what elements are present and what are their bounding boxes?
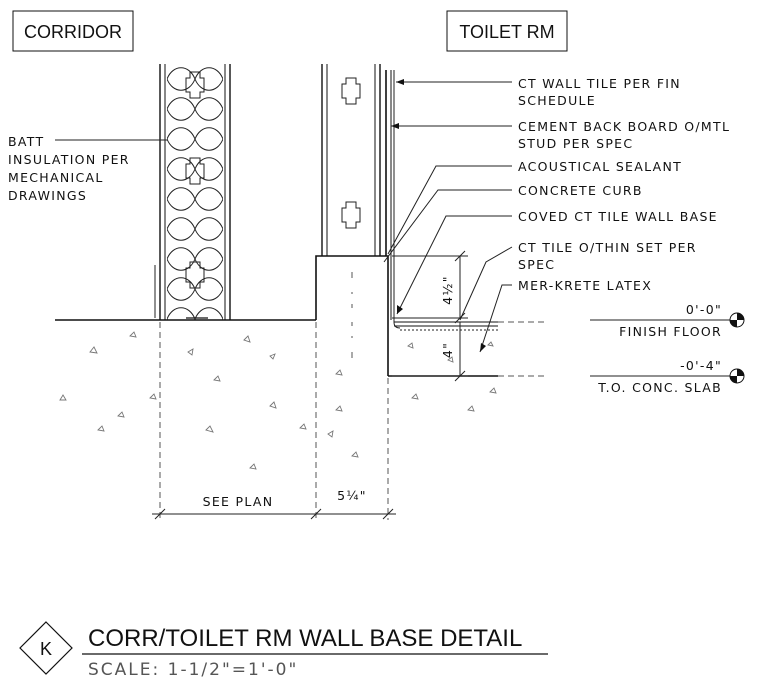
svg-text:STUD PER SPEC: STUD PER SPEC	[518, 136, 633, 151]
slab-lines	[55, 319, 545, 377]
svg-text:5¼": 5¼"	[337, 488, 367, 503]
svg-text:4": 4"	[440, 342, 455, 358]
svg-text:CEMENT BACK BOARD O/MTL: CEMENT BACK BOARD O/MTL	[518, 119, 730, 134]
callout-concrete-curb: CONCRETE CURB	[383, 183, 643, 263]
extension-lines	[159, 255, 468, 520]
room-label-corridor: CORRIDOR	[12, 10, 134, 52]
stud-profile-5	[341, 201, 361, 229]
callout-tile-thinset: CT TILE O/THIN SET PER SPEC	[459, 240, 697, 321]
svg-text:FINISH FLOOR: FINISH FLOOR	[619, 324, 722, 339]
svg-text:0'-0": 0'-0"	[686, 302, 722, 317]
elevation-finish-floor: 0'-0" FINISH FLOOR	[590, 302, 745, 339]
svg-text:SPEC: SPEC	[518, 257, 555, 272]
stud-profile-4	[341, 77, 361, 105]
callout-batt-insulation: BATT INSULATION PER MECHANICAL DRAWINGS	[8, 134, 168, 203]
svg-text:CT WALL TILE PER FIN: CT WALL TILE PER FIN	[518, 76, 681, 91]
title-block: K CORR/TOILET RM WALL BASE DETAIL SCALE:…	[19, 621, 548, 680]
elevation-target-icon	[729, 312, 745, 328]
dim-curb-height: 4½"	[440, 250, 466, 324]
svg-text:ACOUSTICAL SEALANT: ACOUSTICAL SEALANT	[518, 159, 682, 174]
svg-text:BATT: BATT	[8, 134, 44, 149]
toilet-room-wall	[321, 64, 395, 322]
callout-merkrete: MER-KRETE LATEX	[479, 278, 652, 353]
room-label-toilet: TOILET RM	[446, 10, 568, 52]
svg-text:SCHEDULE: SCHEDULE	[518, 93, 596, 108]
detail-scale: SCALE: 1-1/2"=1'-0"	[88, 660, 298, 680]
dim-slab-depression: 4"	[440, 322, 466, 382]
dim-see-plan: SEE PLAN	[152, 494, 396, 520]
svg-text:INSULATION PER: INSULATION PER	[8, 152, 130, 167]
detail-title: CORR/TOILET RM WALL BASE DETAIL	[88, 625, 522, 652]
svg-text:CT TILE O/THIN SET PER: CT TILE O/THIN SET PER	[518, 240, 697, 255]
dim-curb-width: 5¼"	[337, 488, 367, 503]
svg-text:T.O. CONC. SLAB: T.O. CONC. SLAB	[597, 380, 722, 395]
elevation-slab: -0'-4" T.O. CONC. SLAB	[590, 358, 745, 395]
stud-profile-3	[185, 261, 205, 289]
svg-text:CONCRETE CURB: CONCRETE CURB	[518, 183, 643, 198]
callout-coved-base: COVED CT TILE WALL BASE	[396, 209, 718, 315]
svg-text:DRAWINGS: DRAWINGS	[8, 188, 87, 203]
svg-text:MECHANICAL: MECHANICAL	[8, 170, 104, 185]
svg-text:-0'-4": -0'-4"	[680, 358, 722, 373]
stud-profile-2	[185, 157, 205, 185]
detail-id: K	[40, 639, 52, 659]
svg-text:TOILET RM: TOILET RM	[459, 22, 554, 42]
concrete-curb	[315, 255, 389, 376]
svg-text:4½": 4½"	[440, 275, 455, 305]
callout-wall-tile: CT WALL TILE PER FIN SCHEDULE	[396, 76, 681, 108]
corridor-wall	[154, 64, 231, 320]
svg-text:MER-KRETE LATEX: MER-KRETE LATEX	[518, 278, 652, 293]
callout-cement-backer: CEMENT BACK BOARD O/MTL STUD PER SPEC	[391, 119, 730, 151]
svg-text:CORRIDOR: CORRIDOR	[24, 22, 122, 42]
svg-text:COVED CT TILE WALL BASE: COVED CT TILE WALL BASE	[518, 209, 718, 224]
stud-profile-1	[185, 71, 205, 99]
elevation-target-icon	[729, 368, 745, 384]
concrete-aggregate	[59, 331, 497, 470]
svg-text:SEE PLAN: SEE PLAN	[203, 494, 274, 509]
callout-acoustical-sealant: ACOUSTICAL SEALANT	[387, 159, 682, 255]
